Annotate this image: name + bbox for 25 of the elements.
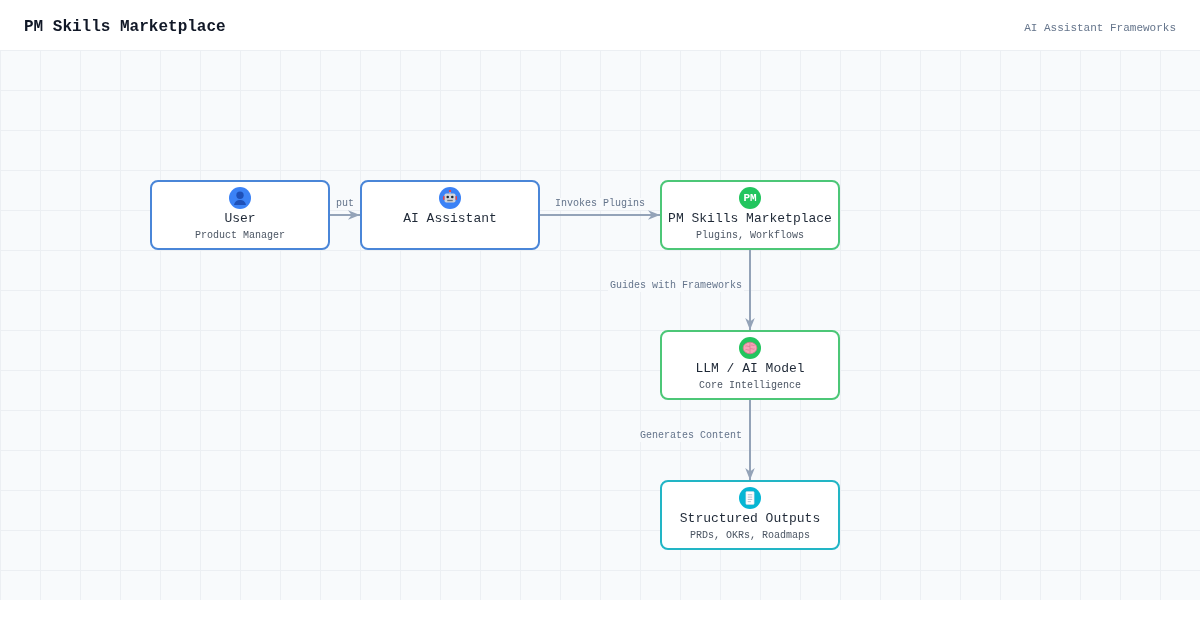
header-subtitle: AI Assistant Frameworks [1024, 21, 1176, 35]
arrow [539, 210, 661, 220]
edge-label: Guides with Frameworks [607, 280, 744, 292]
node-title: Structured Outputs [679, 511, 821, 527]
node-title: AI Assistant [403, 211, 497, 227]
arrow [329, 210, 361, 220]
edge-label: Generates Content [637, 430, 744, 442]
process-box [660, 180, 840, 250]
edge-label: Invokes Plugins [553, 198, 647, 210]
node-title: PM Skills Marketplace [668, 211, 832, 227]
diagram-title: PM Skills Marketplace [24, 17, 226, 37]
process-box [660, 480, 840, 550]
node-title: User [224, 211, 256, 227]
node-title: LLM / AI Model [695, 361, 805, 377]
node-subtitle: PRDs, OKRs, Roadmaps [690, 529, 810, 542]
arrow [745, 249, 755, 331]
process-box [660, 330, 840, 400]
edge-label: put [334, 198, 356, 210]
process-box [360, 180, 540, 250]
arrow [745, 399, 755, 481]
initials-badge: PM [739, 187, 761, 209]
process-box [150, 180, 330, 250]
node-subtitle: Plugins, Workflows [696, 229, 804, 242]
node-subtitle: Product Manager [195, 229, 285, 242]
node-subtitle: Core Intelligence [699, 379, 801, 392]
